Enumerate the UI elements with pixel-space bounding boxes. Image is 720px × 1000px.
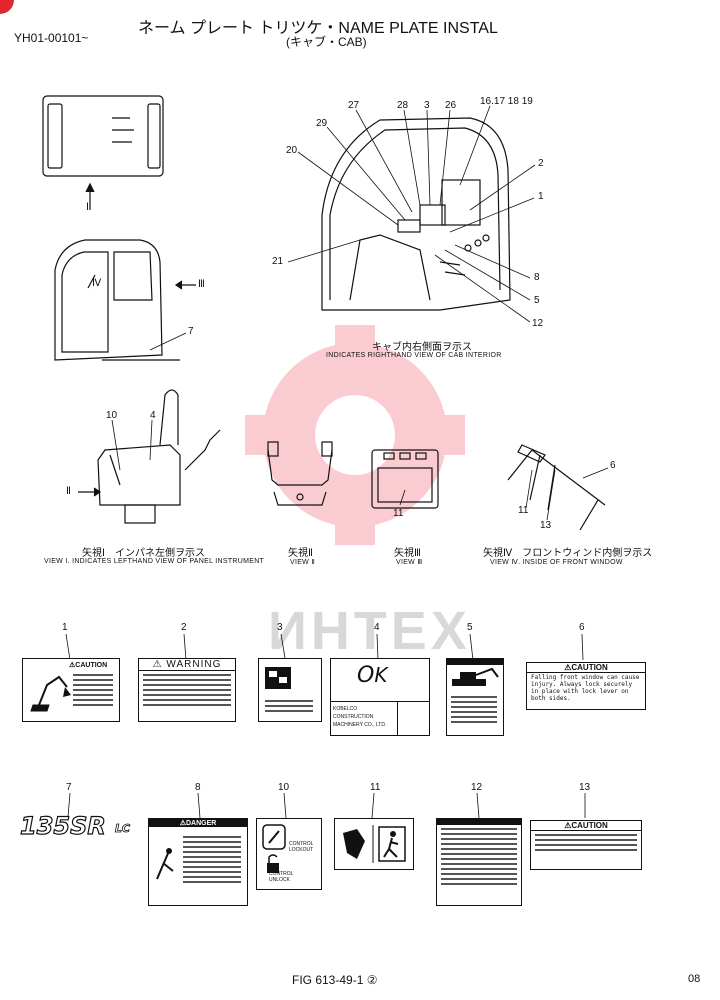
callout-11-view4: 11 bbox=[518, 505, 529, 516]
decal-6-caution-window: ⚠CAUTION Falling front window can cause … bbox=[526, 662, 646, 710]
cab-interior-view bbox=[321, 117, 511, 311]
caption-interior-en: INDICATES RIGHTHAND VIEW OF CAB INTERIOR bbox=[326, 352, 502, 359]
decal-8-header: ⚠DANGER bbox=[149, 819, 247, 827]
callout-27: 27 bbox=[348, 100, 360, 111]
arrow-label-ii: Ⅱ bbox=[66, 486, 71, 497]
decal-3-filter bbox=[258, 658, 322, 722]
decal-7-model-logo: 135SR LC bbox=[19, 811, 140, 842]
arrow-label-i: Ⅰ bbox=[86, 202, 89, 213]
callout-13: 13 bbox=[540, 520, 552, 531]
arrow-label-iv: Ⅳ bbox=[92, 278, 102, 289]
callout-5: 5 bbox=[534, 295, 540, 306]
decal-2-warning: ⚠ WARNING bbox=[138, 658, 236, 722]
gear-watermark bbox=[245, 325, 465, 545]
corner-marker bbox=[0, 0, 14, 14]
caption-view3-jp: 矢視Ⅲ bbox=[394, 548, 421, 559]
decal-number-6: 6 bbox=[579, 622, 585, 633]
decal-1-header: ⚠CAUTION bbox=[69, 662, 108, 669]
decal-10-label-unlock: CONTROL UNLOCK bbox=[269, 871, 294, 883]
panel-top-view bbox=[42, 95, 164, 210]
ok-logo: OK bbox=[357, 663, 388, 688]
decal-13-header: ⚠CAUTION bbox=[531, 821, 641, 831]
decal-2-header: ⚠ WARNING bbox=[139, 659, 235, 671]
caption-view2-en: VIEW Ⅱ bbox=[290, 559, 316, 566]
page-subtitle: (キャブ・CAB) bbox=[286, 35, 367, 49]
caption-view4-en: VIEW Ⅳ. INSIDE OF FRONT WINDOW bbox=[490, 559, 623, 566]
decal-4-kobelco-plate: OK KOBELCO CONSTRUCTION MACHINERY CO., L… bbox=[330, 658, 430, 736]
callout-1: 1 bbox=[538, 191, 544, 202]
callout-11-view3: 11 bbox=[393, 508, 404, 519]
decal-5-excavator-warning bbox=[446, 658, 504, 736]
callout-3: 3 bbox=[424, 100, 430, 111]
view-2-drawing bbox=[267, 441, 333, 506]
caption-view4-jp: 矢視Ⅳ フロントウィンド内側ヲ示ス bbox=[483, 548, 653, 559]
caption-view1-jp: 矢視Ⅰ インパネ左側ヲ示ス bbox=[82, 548, 205, 559]
callout-2: 2 bbox=[538, 158, 544, 169]
callout-10: 10 bbox=[106, 410, 118, 421]
filter-icon bbox=[265, 667, 291, 689]
decal-10-label-lockout: CONTROL LOCKOUT bbox=[289, 841, 314, 853]
callout-29: 29 bbox=[316, 118, 328, 129]
callout-28: 28 bbox=[397, 100, 409, 111]
decal-number-2: 2 bbox=[181, 622, 187, 633]
decal-leaders bbox=[65, 633, 586, 819]
decal-12-warning-text bbox=[436, 818, 522, 906]
decal-number-5: 5 bbox=[467, 622, 473, 633]
decal-6-header: ⚠CAUTION bbox=[527, 663, 645, 673]
figure-reference: FIG 613-49-1 ② bbox=[292, 973, 378, 987]
callout-16-19: 16.17 18 19 bbox=[480, 96, 533, 107]
model-name: 135SR bbox=[19, 811, 106, 840]
decal-number-8: 8 bbox=[195, 782, 201, 793]
callout-8: 8 bbox=[534, 272, 540, 283]
page-title: ネーム プレート トリツケ・NAME PLATE INSTAL bbox=[138, 20, 498, 37]
caption-view1-en: VIEW I. INDICATES LEFTHAND VIEW OF PANEL… bbox=[44, 558, 265, 565]
callout-7: 7 bbox=[188, 326, 194, 337]
caption-view3-en: VIEW Ⅲ bbox=[396, 559, 423, 566]
decal-number-10: 10 bbox=[278, 782, 290, 793]
decal-8-danger: ⚠DANGER bbox=[148, 818, 248, 906]
lock-lever-icon bbox=[262, 824, 286, 873]
caption-interior-jp: キャブ内右側面ヲ示ス bbox=[372, 342, 472, 353]
decal-number-3: 3 bbox=[277, 622, 283, 633]
decal-number-1: 1 bbox=[62, 622, 68, 633]
decal-number-11: 11 bbox=[370, 782, 381, 793]
view-1-drawing bbox=[78, 389, 221, 524]
leader-lines bbox=[111, 105, 609, 521]
page-number: 08 bbox=[688, 973, 701, 985]
emergency-exit-icon bbox=[343, 825, 406, 863]
excavator-icon bbox=[30, 675, 71, 712]
cab-outline-left bbox=[54, 239, 196, 361]
lever-hand-icon bbox=[156, 848, 174, 880]
serial-range: YH01-00101~ bbox=[14, 31, 89, 45]
callout-20: 20 bbox=[286, 145, 298, 156]
callout-12: 12 bbox=[532, 318, 544, 329]
callout-4: 4 bbox=[150, 410, 156, 421]
decal-number-4: 4 bbox=[374, 622, 380, 633]
decal-11-exit bbox=[334, 818, 414, 870]
caption-view2-jp: 矢視Ⅱ bbox=[288, 548, 313, 559]
decal-number-12: 12 bbox=[471, 782, 483, 793]
excavator-side-icon bbox=[452, 667, 499, 686]
decal-number-13: 13 bbox=[579, 782, 591, 793]
callout-21: 21 bbox=[272, 256, 284, 267]
model-suffix: LC bbox=[115, 822, 131, 836]
kobelco-brand-text: KOBELCO CONSTRUCTION MACHINERY CO., LTD. bbox=[333, 706, 387, 728]
callout-6: 6 bbox=[610, 460, 616, 471]
arrow-label-iii: Ⅲ bbox=[198, 279, 205, 290]
decal-13-caution: ⚠CAUTION bbox=[530, 820, 642, 870]
view-3-drawing bbox=[371, 449, 439, 509]
watermark: ИНТЕХ bbox=[268, 601, 471, 661]
decal-1-caution: ⚠CAUTION bbox=[22, 658, 120, 722]
view-4-drawing bbox=[507, 444, 606, 531]
decal-number-7: 7 bbox=[66, 782, 72, 793]
decal-6-text: Falling front window can cause injury. A… bbox=[531, 674, 640, 702]
callout-26: 26 bbox=[445, 100, 457, 111]
decal-10-control-lock: CONTROL LOCKOUT CONTROL UNLOCK bbox=[256, 818, 322, 890]
